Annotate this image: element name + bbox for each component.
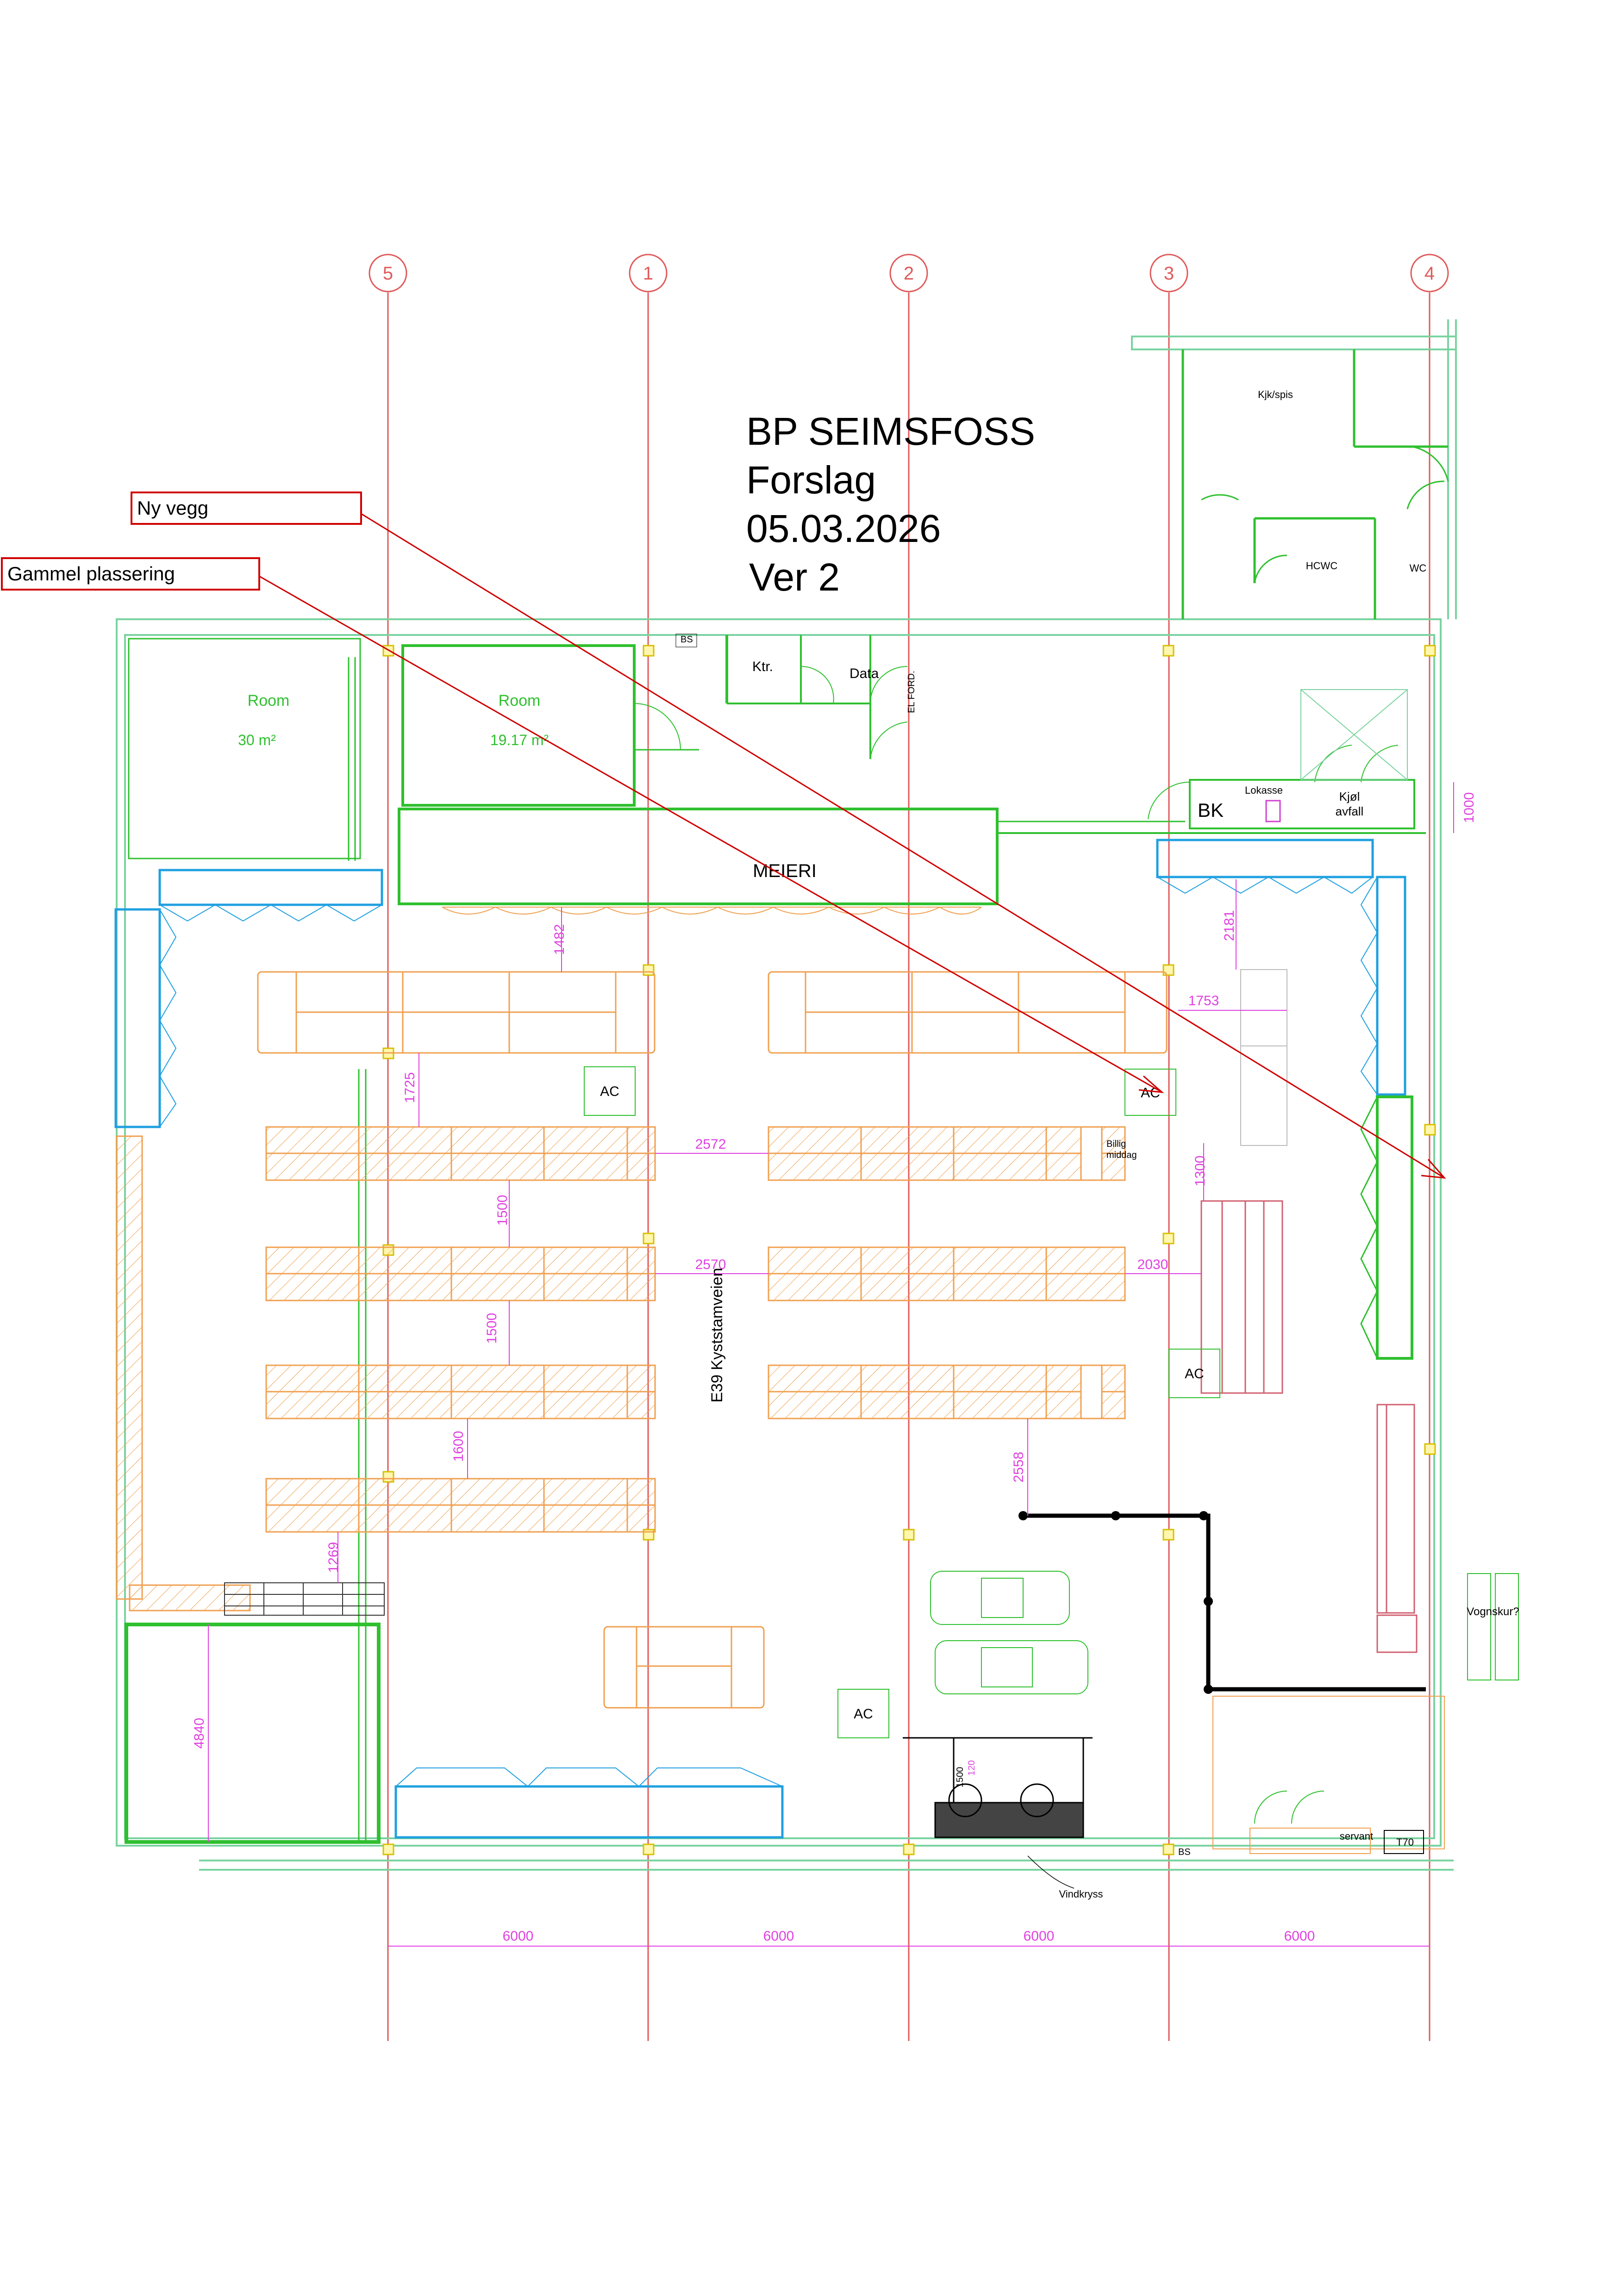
dim-120: 120 (967, 1760, 977, 1775)
grid-axis-labels: 5 1 2 3 4 (383, 263, 1435, 284)
ac-label: AC (1185, 1366, 1204, 1381)
checkout-rack (224, 1582, 385, 1616)
shelf-grey (1240, 969, 1287, 1146)
dairy-shelf-front (442, 906, 982, 915)
display-units (1200, 1200, 1418, 1653)
dim-2181: 2181 (1222, 910, 1237, 941)
ac-boxes (584, 1066, 1220, 1738)
t70-box (1384, 1830, 1424, 1854)
bs-top-label: BS (681, 635, 693, 645)
gondola-rows (265, 1126, 1126, 1533)
annex-rooms (1181, 349, 1449, 619)
dim-1300: 1300 (1193, 1156, 1208, 1187)
dim-1500b: 1500 (484, 1313, 500, 1344)
dim-bay-2: 6000 (763, 1929, 794, 1944)
office-label: Ktr. (752, 659, 773, 674)
axis-label: 5 (383, 263, 393, 284)
wind-brace-label: Vindkryss (1059, 1888, 1103, 1900)
dim-1500c: 1500 (955, 1767, 965, 1788)
gondola-top (257, 971, 1168, 1054)
axis-label: 4 (1424, 263, 1435, 284)
dim-1000: 1000 (1462, 792, 1477, 823)
dim-1482: 1482 (552, 924, 567, 955)
dim-4840: 4840 (192, 1718, 207, 1749)
old-wall-lines (348, 657, 367, 1842)
dimension-labels: 1000 1482 2181 1753 1725 2572 1300 1500 … (192, 792, 1477, 1944)
data-room-label: Data (849, 666, 879, 681)
dim-bay-4: 6000 (1284, 1929, 1315, 1944)
dim-bay-3: 6000 (1024, 1929, 1055, 1944)
room-labels: Room 30 m² Room 19.17 m² Ktr. Data EL FO… (238, 389, 1519, 1900)
cold-waste-label: Kjøl (1339, 790, 1360, 803)
bs-box (675, 634, 697, 647)
wagon-shed (1467, 1573, 1519, 1680)
dim-1269: 1269 (326, 1542, 341, 1573)
dim-bay-1: 6000 (503, 1929, 534, 1944)
dim-1753: 1753 (1188, 993, 1219, 1008)
title-date: 05.03.2026 (746, 507, 941, 550)
new-partition-nodes (1018, 1511, 1213, 1694)
new-wall-callout: Ny vegg (131, 492, 362, 525)
middag-label: middag (1106, 1150, 1137, 1160)
dim-1600: 1600 (451, 1431, 466, 1462)
billig-label: Billig (1106, 1139, 1126, 1149)
title-name: BP SEIMSFOSS (746, 410, 1035, 453)
dim-2558: 2558 (1011, 1452, 1026, 1483)
dim-1725: 1725 (402, 1072, 418, 1103)
old-position-callout: Gammel plassering (1, 557, 260, 591)
freezers-right (1360, 1095, 1413, 1360)
dim-2572: 2572 (695, 1137, 726, 1152)
entrance-doors (1254, 1791, 1324, 1824)
left-wall-shelving (116, 1135, 251, 1612)
gondola-bottom (603, 1626, 765, 1709)
callout-arrows (259, 513, 1446, 1179)
lokasse-icon (1265, 800, 1281, 822)
kitchen-label: Kjk/spis (1258, 389, 1293, 400)
pump-equipment (903, 1737, 1093, 1838)
lokasse-label: Lokasse (1245, 784, 1283, 796)
room1-area: 30 m² (238, 732, 276, 748)
electric-label: EL FORD. (906, 671, 917, 713)
dimension-lines (208, 782, 1454, 1947)
title-subtitle: Forslag (746, 458, 876, 502)
door-arcs (800, 666, 908, 704)
room2-label: Room (499, 692, 541, 709)
coolers (114, 839, 1406, 1839)
axis-label: 2 (904, 263, 914, 284)
dim-2030: 2030 (1137, 1257, 1168, 1272)
vending-machines (930, 1571, 1088, 1694)
cold-waste-label-2: avfall (1336, 804, 1364, 818)
wagon-shed-label: Vognskur? (1467, 1605, 1519, 1618)
ac-label: AC (600, 1084, 619, 1099)
wc-label: WC (1410, 562, 1427, 574)
room1-label: Room (248, 692, 290, 709)
title-block: BP SEIMSFOSS Forslag 05.03.2026 Ver 2 (746, 407, 1035, 602)
bk-label: BK (1198, 799, 1224, 821)
dim-2570: 2570 (695, 1257, 726, 1272)
axis-label: 3 (1164, 263, 1174, 284)
dim-1500a: 1500 (495, 1195, 510, 1226)
t70-label: T70 (1396, 1836, 1414, 1848)
wind-brace-leader (1027, 1855, 1074, 1889)
sink-label: servant (1340, 1830, 1373, 1842)
room2-area: 19.17 m² (490, 732, 549, 748)
new-partition-wall (1023, 1513, 1426, 1692)
road-label: E39 Kyststamveien (708, 1268, 726, 1402)
title-version: Ver 2 (749, 555, 840, 599)
axis-label: 1 (643, 263, 653, 284)
interior-rooms (125, 635, 1426, 1844)
entrance-area (1212, 1696, 1445, 1854)
ac-label: AC (854, 1706, 873, 1722)
bs-bottom-label: BS (1178, 1847, 1191, 1857)
hcwc-label: HCWC (1306, 560, 1338, 572)
